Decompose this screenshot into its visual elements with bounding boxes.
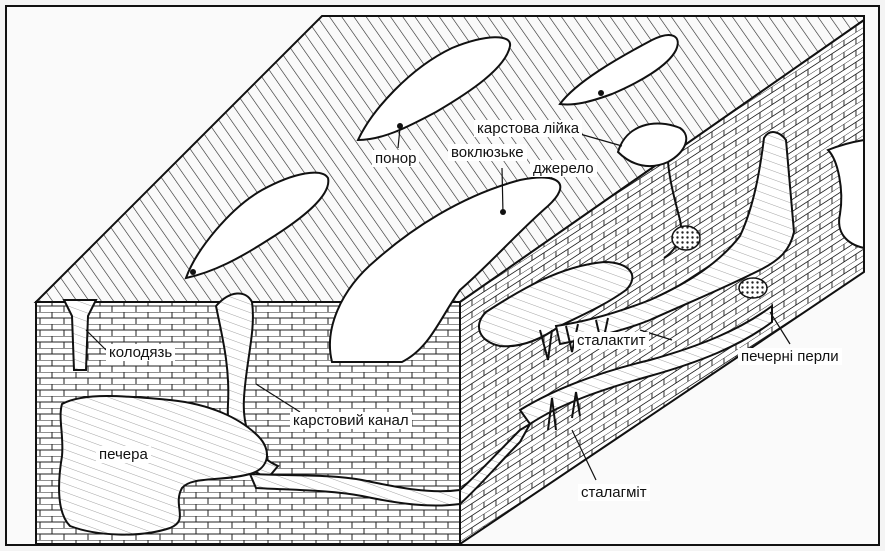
label-cave: печера xyxy=(96,446,151,463)
cave-pearls-cluster-lower xyxy=(739,278,767,298)
label-karst-funnel: карстова лійка xyxy=(474,120,582,137)
label-well: колодязь xyxy=(106,344,175,361)
label-stalagmite: сталагміт xyxy=(578,484,650,501)
cave-pearls-cluster-upper xyxy=(672,226,700,250)
sinkhole-right-point xyxy=(598,90,604,96)
label-cave-pearls: печерні перли xyxy=(738,348,842,365)
label-vaucluse-spring-line2: джерело xyxy=(530,160,597,177)
label-vaucluse-spring-line1: воклюзьке xyxy=(448,144,527,161)
label-ponor: понор xyxy=(372,150,419,167)
sinkhole-left-point xyxy=(190,269,196,275)
label-stalactite: сталактит xyxy=(574,332,649,349)
label-karst-channel: карстовий канал xyxy=(290,412,412,429)
